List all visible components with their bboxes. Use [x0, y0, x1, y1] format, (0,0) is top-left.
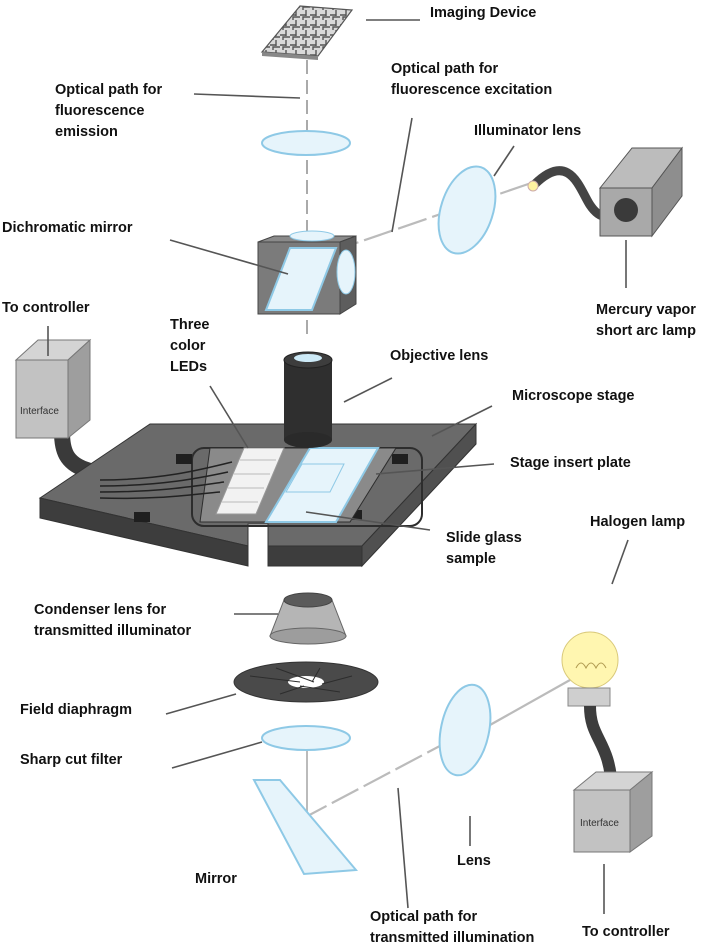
condenser-lens — [269, 592, 347, 645]
label-halogen-lamp: Halogen lamp — [590, 514, 686, 530]
label-to-controller-top: To controller — [2, 300, 90, 316]
emission-filter-lens — [261, 130, 351, 156]
label-mirror: Mirror — [195, 871, 237, 887]
halogen-lamp — [561, 631, 619, 791]
label-imaging-device: Imaging Device — [430, 5, 537, 21]
label-objective-lens: Objective lens — [390, 348, 489, 364]
leader-lines — [47, 19, 629, 914]
label-slide-glass: Slide glass sample — [446, 530, 522, 567]
lower-lens — [438, 683, 492, 777]
interface-box-bottom: Interface — [572, 770, 654, 853]
label-transmitted-path: Optical path for transmitted illuminatio… — [370, 909, 535, 946]
label-lens: Lens — [457, 853, 491, 869]
label-mercury-lamp: Mercury vapor short arc lamp — [596, 302, 696, 339]
label-three-color-leds: Three color LEDs — [170, 317, 210, 375]
label-microscope-stage: Microscope stage — [512, 388, 635, 404]
label-illuminator-lens: Illuminator lens — [474, 123, 582, 139]
imaging-device — [260, 5, 354, 60]
interface-box-top-label: Interface — [20, 406, 59, 417]
mirror — [252, 779, 359, 876]
objective-lens — [283, 351, 333, 448]
label-emission-path: Optical path for fluorescence emission — [55, 82, 163, 140]
label-condenser-lens: Condenser lens for transmitted illuminat… — [34, 602, 192, 639]
sharp-cut-filter — [261, 725, 351, 751]
label-field-diaphragm: Field diaphragm — [20, 702, 132, 718]
label-excitation-path: Optical path for fluorescence excitation — [391, 61, 553, 98]
mercury-lamp — [527, 146, 683, 238]
excitation-optical-path — [329, 178, 541, 254]
label-sharp-cut-filter: Sharp cut filter — [20, 752, 123, 768]
dichromatic-mirror-cube — [257, 230, 357, 315]
label-stage-insert-plate: Stage insert plate — [510, 455, 631, 471]
label-to-controller-bottom: To controller — [582, 924, 670, 940]
illuminator-lens — [437, 165, 497, 255]
three-color-leds — [99, 447, 285, 515]
interface-box-bottom-label: Interface — [580, 818, 619, 829]
field-diaphragm — [233, 661, 379, 703]
halogen-to-lens-path — [489, 679, 571, 726]
label-dichromatic-mirror: Dichromatic mirror — [2, 220, 133, 236]
